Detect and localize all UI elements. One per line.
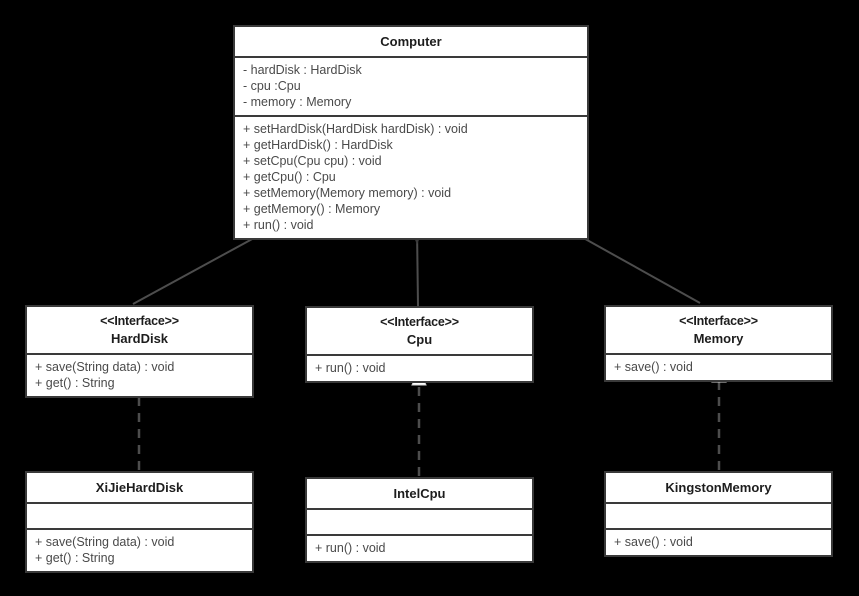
attributes-computer: - hardDisk : HardDisk - cpu :Cpu - memor… bbox=[235, 56, 587, 115]
method-row: + save(String data) : void bbox=[35, 360, 175, 374]
method-row: + getHardDisk() : HardDisk bbox=[243, 138, 393, 152]
method-row: + setHardDisk(HardDisk hardDisk) : void bbox=[243, 122, 468, 136]
attribute-row: - cpu :Cpu bbox=[243, 79, 301, 93]
methods-computer: + setHardDisk(HardDisk hardDisk) : void … bbox=[235, 115, 587, 238]
class-box-kingstonmemory[interactable]: KingstonMemory + save() : void bbox=[604, 471, 833, 557]
class-name-cpu-interface: Cpu bbox=[406, 332, 433, 347]
class-name-intelcpu: IntelCpu bbox=[393, 486, 446, 501]
method-row: + get() : String bbox=[35, 376, 115, 390]
method-row: + save(String data) : void bbox=[35, 535, 175, 549]
class-box-harddisk-interface[interactable]: <<Interface>> HardDisk + save(String dat… bbox=[25, 305, 254, 398]
methods-xijieharddisk: + save(String data) : void + get() : Str… bbox=[27, 528, 252, 571]
method-row: + run() : void bbox=[315, 541, 386, 555]
method-row: + getMemory() : Memory bbox=[243, 202, 381, 216]
methods-intelcpu: + run() : void bbox=[307, 534, 532, 561]
stereotype-label: <<Interface>> bbox=[100, 314, 179, 328]
class-box-xijieharddisk[interactable]: XiJieHardDisk + save(String data) : void… bbox=[25, 471, 254, 573]
stereotype-label: <<Interface>> bbox=[679, 314, 758, 328]
methods-memory-interface: + save() : void bbox=[606, 353, 831, 380]
method-row: + getCpu() : Cpu bbox=[243, 170, 336, 184]
class-header-computer: Computer bbox=[235, 27, 587, 56]
class-box-computer[interactable]: Computer - hardDisk : HardDisk - cpu :Cp… bbox=[233, 25, 589, 240]
class-header-cpu-interface: <<Interface>> Cpu bbox=[307, 308, 532, 354]
class-name-memory-interface: Memory bbox=[693, 331, 744, 346]
methods-cpu-interface: + run() : void bbox=[307, 354, 532, 381]
class-box-intelcpu[interactable]: IntelCpu + run() : void bbox=[305, 477, 534, 563]
attributes-xijieharddisk bbox=[27, 502, 252, 528]
method-row: + setMemory(Memory memory) : void bbox=[243, 186, 452, 200]
method-row: + save() : void bbox=[614, 360, 693, 374]
class-header-xijieharddisk: XiJieHardDisk bbox=[27, 473, 252, 502]
stereotype-label: <<Interface>> bbox=[380, 315, 459, 329]
class-header-memory-interface: <<Interface>> Memory bbox=[606, 307, 831, 353]
class-box-memory-interface[interactable]: <<Interface>> Memory + save() : void bbox=[604, 305, 833, 382]
class-name-harddisk-interface: HardDisk bbox=[110, 331, 169, 346]
method-row: + setCpu(Cpu cpu) : void bbox=[243, 154, 382, 168]
method-row: + save() : void bbox=[614, 535, 693, 549]
attributes-intelcpu bbox=[307, 508, 532, 534]
class-header-harddisk-interface: <<Interface>> HardDisk bbox=[27, 307, 252, 353]
class-box-cpu-interface[interactable]: <<Interface>> Cpu + run() : void bbox=[305, 306, 534, 383]
method-row: + run() : void bbox=[243, 218, 314, 232]
attribute-row: - hardDisk : HardDisk bbox=[243, 63, 362, 77]
class-name-xijieharddisk: XiJieHardDisk bbox=[95, 480, 184, 495]
class-name-kingstonmemory: KingstonMemory bbox=[665, 480, 772, 495]
class-header-kingstonmemory: KingstonMemory bbox=[606, 473, 831, 502]
class-header-intelcpu: IntelCpu bbox=[307, 479, 532, 508]
methods-kingstonmemory: + save() : void bbox=[606, 528, 831, 555]
method-row: + run() : void bbox=[315, 361, 386, 375]
methods-harddisk-interface: + save(String data) : void + get() : Str… bbox=[27, 353, 252, 396]
attributes-kingstonmemory bbox=[606, 502, 831, 528]
attribute-row: - memory : Memory bbox=[243, 95, 352, 109]
edge-intelcpu-cpu bbox=[411, 367, 427, 476]
method-row: + get() : String bbox=[35, 551, 115, 565]
class-name-computer: Computer bbox=[380, 34, 442, 49]
